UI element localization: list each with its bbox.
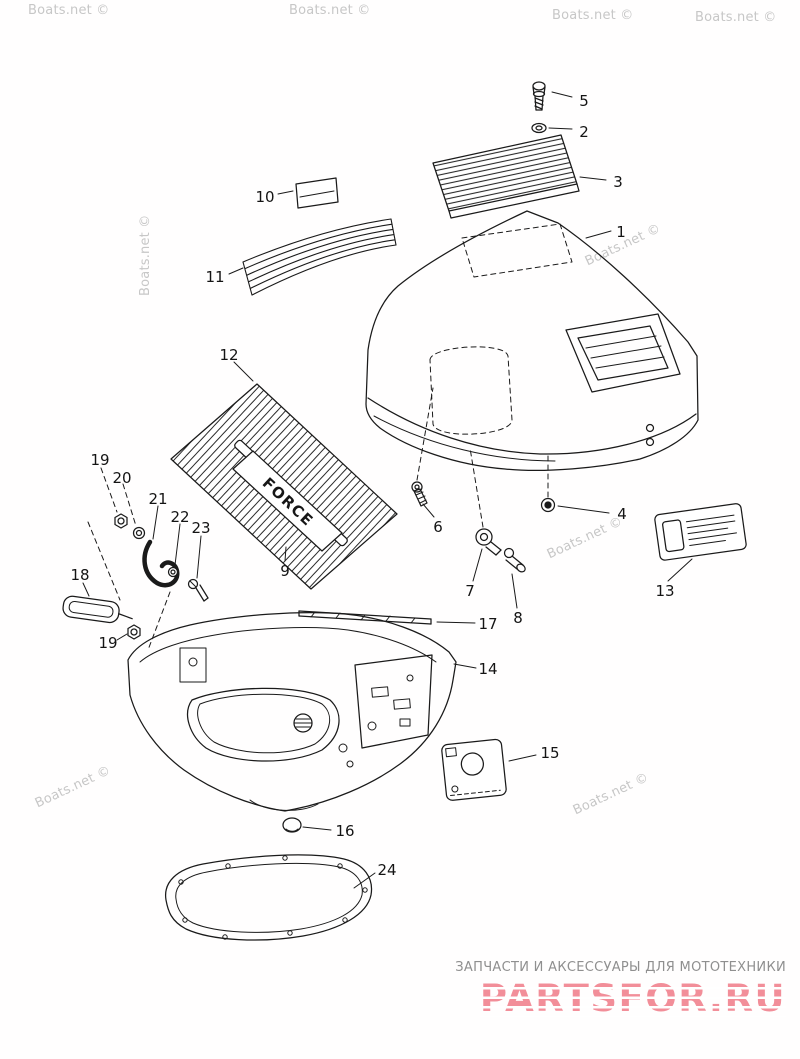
washer-part-20	[132, 526, 146, 540]
nut-part-22	[167, 566, 179, 578]
callout-3: 3	[613, 173, 623, 191]
stripe-decal-part-11	[242, 218, 397, 296]
footer-brand-logo: PARTSFOR.RU	[479, 977, 786, 1020]
callout-8: 8	[513, 609, 523, 627]
callout-12: 12	[219, 346, 238, 364]
knob-part-7	[475, 528, 502, 556]
callout-18: 18	[70, 566, 89, 584]
callout-13: 13	[655, 582, 674, 600]
top-cowl-part-1	[365, 210, 699, 528]
callout-11: 11	[205, 268, 224, 286]
plug-part-16	[282, 817, 302, 833]
grommet-part-4	[540, 497, 556, 513]
callout-6: 6	[433, 518, 443, 536]
screw-part-23	[187, 578, 209, 602]
callout-5: 5	[579, 92, 589, 110]
callout-2: 2	[579, 123, 589, 141]
screw-part-5	[532, 81, 546, 111]
latch-hook-part-21	[142, 539, 180, 588]
callout-19: 19	[90, 451, 109, 469]
callout-4: 4	[617, 505, 627, 523]
callout-20: 20	[112, 469, 131, 487]
pin-part-8	[503, 547, 526, 573]
footer-branding: ЗАПЧАСТИ И АКСЕССУАРЫ ДЛЯ МОТОТЕХНИКИ PA…	[455, 960, 786, 1017]
bottom-pan-part-14	[127, 611, 457, 812]
gasket-part-24	[165, 854, 373, 941]
callout-15: 15	[540, 744, 559, 762]
callout-17: 17	[478, 615, 497, 633]
bolt-part-6	[411, 481, 428, 507]
callout-22: 22	[170, 508, 189, 526]
callout-24: 24	[377, 861, 396, 879]
leader-lines	[82, 91, 693, 889]
nut-part-19a	[114, 513, 128, 529]
callout-21: 21	[148, 490, 167, 508]
washer-part-2	[531, 122, 547, 134]
top-cap-part-3	[432, 134, 580, 219]
handle-part-18	[62, 595, 133, 624]
callout-7: 7	[465, 582, 475, 600]
callout-14: 14	[478, 660, 497, 678]
watermark: Boats.net ©	[289, 3, 371, 18]
decal-part-10	[295, 177, 339, 209]
nut-part-19b	[127, 624, 141, 640]
callout-10: 10	[255, 188, 274, 206]
cluster-dash-line	[147, 591, 171, 651]
data-plate-part-13	[654, 503, 747, 561]
part-callouts: 5 2 3 1 10 11 12 19 20 21 22 23 6 4 13 7…	[70, 92, 674, 879]
callout-1: 1	[616, 223, 626, 241]
watermark: Boats.net ©	[28, 3, 110, 18]
watermark: Boats.net ©	[552, 8, 634, 23]
watermark: Boats.net ©	[695, 10, 777, 25]
footer-tagline: ЗАПЧАСТИ И АКСЕССУАРЫ ДЛЯ МОТОТЕХНИКИ	[455, 960, 786, 975]
callout-16: 16	[335, 822, 354, 840]
bracket-plate-part-15	[441, 738, 507, 801]
callout-9: 9	[280, 562, 290, 580]
callout-19b: 19	[98, 634, 117, 652]
callout-23: 23	[191, 519, 210, 537]
cluster-dash-line	[87, 521, 121, 601]
footer-brand: PARTSFOR.RU	[479, 977, 786, 1020]
